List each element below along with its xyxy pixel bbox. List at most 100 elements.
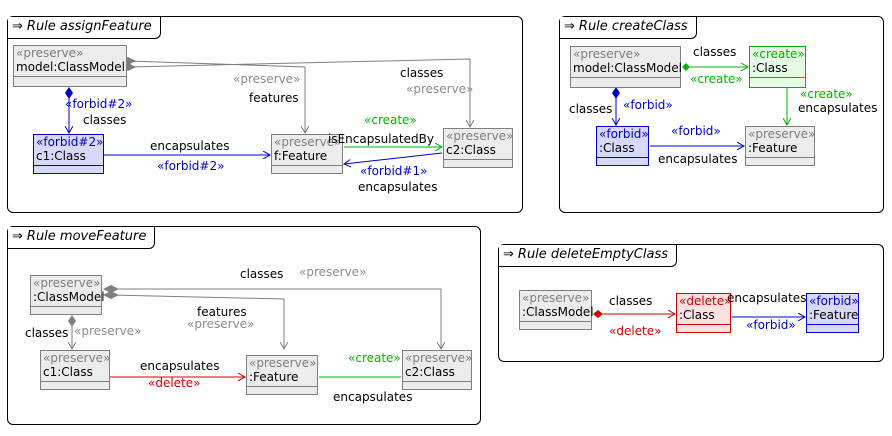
node-class: «delete» :Class (676, 293, 732, 333)
edges-assign (65, 57, 524, 214)
label-encapsulates: encapsulates (798, 101, 878, 115)
label-create: «create» (800, 87, 853, 101)
edges-delete (593, 310, 885, 363)
node-stereotype: «preserve» (43, 351, 111, 365)
edge-classes (127, 58, 470, 127)
label-preserve: «preserve» (187, 317, 255, 331)
rule-title: ⇒Rule deleteEmptyClass (499, 245, 677, 267)
node-stereotype: «forbid» (599, 127, 649, 141)
node-f: «preserve» f:Feature (271, 134, 343, 174)
label-classes: classes (693, 45, 737, 59)
label-preserve: «preserve» (406, 82, 474, 96)
rule-title: ⇒Rule createClass (560, 17, 697, 39)
label-preserve: «preserve» (74, 324, 142, 338)
rule-title-text: Rule moveFeature (26, 229, 147, 244)
node-name: :ClassModel (31, 290, 105, 307)
label-encapsulates: encapsulates (358, 180, 438, 194)
node-name: :Class (750, 61, 805, 78)
label-encapsulates: encapsulates (333, 390, 413, 404)
node-c1: «preserve» c1:Class (40, 350, 110, 390)
node-model: «preserve» :ClassModel (519, 290, 594, 330)
rule-title: ⇒Rule moveFeature (8, 227, 156, 249)
node-name: c2:Class (403, 365, 471, 382)
node-stereotype: «preserve» (573, 47, 641, 61)
node-stereotype: «preserve» (33, 276, 101, 290)
node-stereotype: «forbid» (809, 294, 859, 308)
node-c2: «preserve» c2:Class (443, 128, 513, 168)
node-stereotype: «create» (752, 47, 805, 61)
node-feature: «preserve» :Feature (745, 126, 815, 166)
label-encapsulates: encapsulates (727, 291, 807, 305)
rule-title-text: Rule createClass (578, 19, 688, 34)
label-classes: classes (240, 267, 284, 281)
label-create: «create» (690, 72, 743, 86)
node-stereotype: «preserve» (522, 291, 590, 305)
edge-features (127, 60, 305, 133)
label-encapsulates: encapsulates (140, 359, 220, 373)
edges-move (68, 285, 482, 426)
label-forbid: «forbid#1» (360, 164, 428, 178)
label-features: features (197, 305, 247, 319)
node-name: c2:Class (444, 143, 512, 160)
label-classes: classes (25, 326, 69, 340)
label-delete: «delete» (609, 324, 662, 338)
node-model: «preserve» :ClassModel (30, 275, 105, 315)
rule-title-text: Rule deleteEmptyClass (517, 247, 668, 262)
node-stereotype: «preserve» (274, 135, 342, 149)
node-stereotype: «delete» (679, 294, 732, 308)
label-encapsulates: encapsulates (658, 152, 738, 166)
rule-arrow-icon: ⇒ (12, 229, 23, 244)
rule-arrow-icon: ⇒ (564, 19, 575, 34)
label-preserve: «preserve» (233, 72, 301, 86)
label-classes: classes (400, 66, 444, 80)
label-encapsulates: encapsulates (150, 139, 230, 153)
label-forbid: «forbid» (671, 124, 721, 138)
node-stereotype: «preserve» (748, 127, 816, 141)
label-create: «create» (348, 351, 401, 365)
node-name: :Class (597, 141, 648, 158)
node-stereotype: «preserve» (249, 356, 317, 370)
node-name: :Class (677, 308, 730, 325)
rule-move-feature: ⇒Rule moveFeature «preserve» :ClassModel… (7, 226, 481, 425)
rule-arrow-icon: ⇒ (503, 247, 514, 262)
node-stereotype: «preserve» (405, 351, 473, 365)
node-new-class: «create» :Class (749, 46, 806, 88)
node-name: :Feature (807, 308, 858, 325)
node-name: f:Feature (272, 149, 342, 166)
node-name: :Feature (247, 370, 317, 387)
node-name: :ClassModel (520, 305, 594, 322)
label-create: «create» (364, 113, 417, 127)
node-feature: «preserve» :Feature (246, 355, 318, 395)
label-forbid: «forbid#2» (157, 159, 225, 173)
rule-arrow-icon: ⇒ (12, 19, 23, 34)
rule-title: ⇒Rule assignFeature (8, 17, 161, 39)
node-c2: «preserve» c2:Class (402, 350, 472, 390)
node-stereotype: «forbid#2» (36, 135, 104, 149)
rule-create-class: ⇒Rule createClass «preserve» model:Class… (559, 16, 884, 213)
node-feature: «forbid» :Feature (806, 293, 859, 333)
node-stereotype: «preserve» (446, 129, 514, 143)
node-name: :Feature (746, 141, 814, 158)
label-classes: classes (609, 294, 653, 308)
label-is-encapsulated-by: isEncapsulatedBy (328, 132, 434, 146)
label-preserve: «preserve» (299, 265, 367, 279)
node-stereotype: «preserve» (16, 46, 84, 60)
node-forbid-class: «forbid» :Class (596, 126, 649, 166)
node-c1: «forbid#2» c1:Class (33, 134, 104, 174)
node-name: model:ClassModel (571, 61, 682, 78)
label-delete: «delete» (148, 376, 201, 390)
edges-create (612, 63, 885, 214)
edge-forbid1 (344, 152, 443, 164)
label-forbid: «forbid#2» (65, 97, 133, 111)
label-features: features (249, 91, 299, 105)
rule-assign-feature: ⇒Rule assignFeature «preserve» model:Cla… (7, 16, 523, 213)
node-name: model:ClassModel (14, 60, 126, 77)
label-forbid: «forbid» (623, 98, 673, 112)
node-name: c1:Class (34, 149, 103, 166)
node-model: «preserve» model:ClassModel (13, 45, 127, 87)
edge-classes-c2 (111, 288, 441, 349)
node-model: «preserve» model:ClassModel (570, 46, 682, 88)
label-classes: classes (83, 113, 127, 127)
node-name: c1:Class (41, 365, 109, 382)
rule-title-text: Rule assignFeature (26, 19, 152, 34)
